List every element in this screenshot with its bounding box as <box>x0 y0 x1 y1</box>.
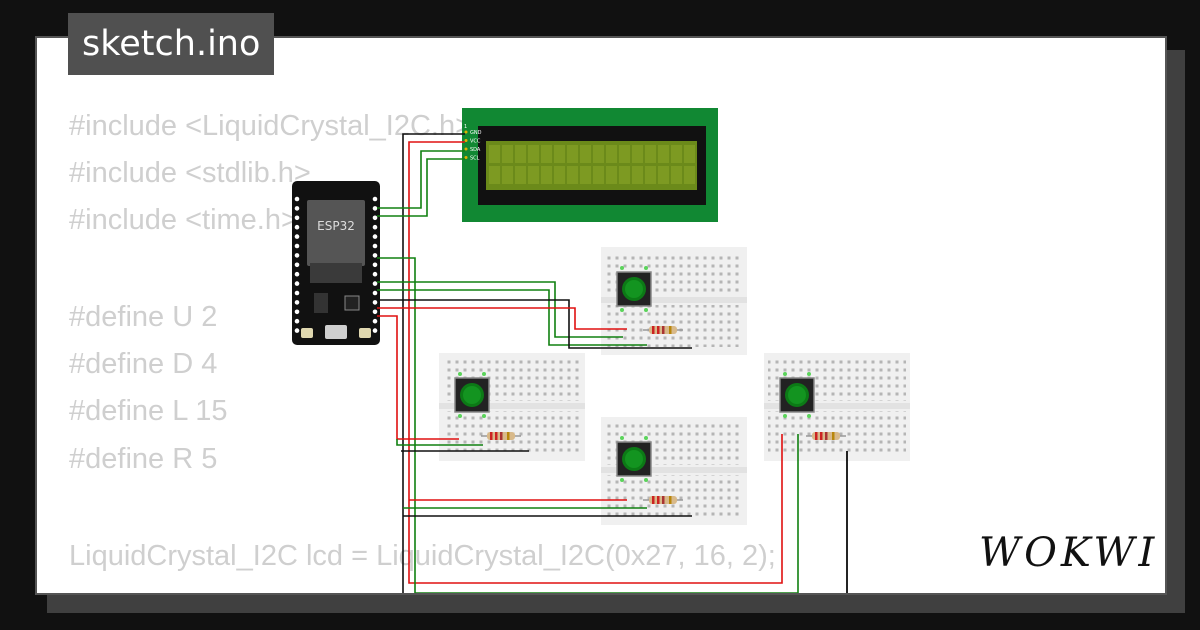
wire <box>396 439 483 446</box>
wire <box>377 289 647 346</box>
code-line: #include <stdlib.h> <box>69 157 311 189</box>
wire <box>377 158 465 217</box>
code-line: #include <time.h> <box>69 204 298 236</box>
wokwi-logo-text: WOKWI <box>979 530 1157 576</box>
code-line: #define L 15 <box>69 395 228 427</box>
breadboard <box>439 353 585 461</box>
svg-text:1: 1 <box>464 124 467 130</box>
wire <box>377 307 627 330</box>
wire <box>377 315 459 440</box>
breadboard <box>601 247 747 355</box>
usb-port-icon <box>325 325 347 339</box>
code-line: #include <LiquidCrystal_I2C.h> <box>69 110 473 142</box>
lcd-pin-label: SDA <box>470 147 481 153</box>
wire <box>377 257 799 593</box>
breadboard <box>764 353 910 461</box>
lcd-display[interactable]: 1 GND VCC SDA SCL <box>462 108 718 222</box>
code-line: #define U 2 <box>69 301 218 333</box>
code-line: LiquidCrystal_I2C lcd = LiquidCrystal_I2… <box>69 540 776 572</box>
code-line: #define D 4 <box>69 348 218 380</box>
circuit-diagram[interactable]: 1 GND VCC SDA SCL ESP32 <box>37 38 1165 593</box>
code-line: #define R 5 <box>69 443 218 475</box>
wire <box>408 141 783 584</box>
project-card[interactable]: #include <LiquidCrystal_I2C.h> #include … <box>35 36 1167 595</box>
lcd-pin-label: VCC <box>470 139 481 145</box>
wire <box>377 150 465 209</box>
breadboard <box>601 417 747 525</box>
chip-icon <box>344 295 360 311</box>
wokwi-logo[interactable]: WOKWI <box>977 526 1157 576</box>
esp32-board[interactable]: ESP32 <box>292 181 380 345</box>
regulator-icon <box>314 293 328 313</box>
wire <box>377 299 692 349</box>
lcd-pin-label: SCL <box>470 156 480 162</box>
esp32-label: ESP32 <box>317 219 355 233</box>
wire <box>377 281 623 338</box>
lcd-pin-label: GND <box>470 130 482 136</box>
file-tab[interactable]: sketch.ino <box>68 13 275 75</box>
